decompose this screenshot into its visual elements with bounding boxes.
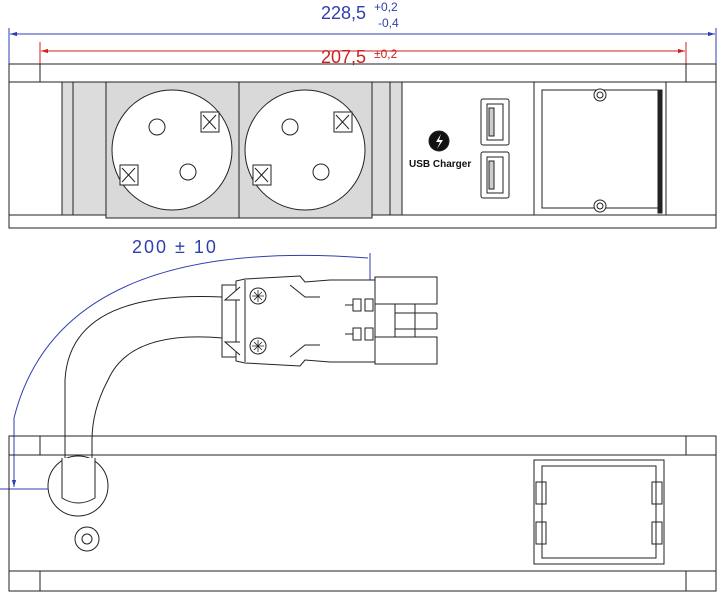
wieland-connector — [221, 275, 438, 367]
socket-2 — [238, 81, 373, 219]
cable-length-dimension: 200 ± 10 — [0, 237, 371, 490]
usb-port-1-icon — [480, 98, 510, 146]
overall-width-value: 228,5 — [321, 3, 366, 23]
inner-width-value: 207,5 — [321, 47, 366, 67]
usb-port-2-icon — [480, 151, 510, 199]
socket-1 — [105, 81, 240, 219]
inner-width-tol: ±0,2 — [374, 47, 398, 61]
front-view: USB Charger — [8, 63, 717, 229]
rear-view — [8, 435, 717, 592]
inner-width-dimension: 207,5 ±0,2 — [39, 42, 687, 82]
usb-charger-module — [401, 81, 535, 216]
overall-width-tol-lower: -0,4 — [378, 16, 399, 30]
cable-gland — [47, 455, 109, 517]
mounting-hole — [74, 526, 100, 552]
cable-length-label: 200 ± 10 — [132, 237, 218, 257]
screw-top-icon — [593, 88, 607, 102]
usb-charger-label: USB Charger — [409, 159, 471, 170]
screw-bottom-icon — [593, 199, 607, 213]
overall-width-tol-upper: +0,2 — [374, 0, 398, 14]
rear-cutout — [533, 459, 665, 565]
overall-width-dimension: 228,5 +0,2 -0,4 — [8, 0, 717, 64]
blank-cover-module — [533, 81, 667, 216]
